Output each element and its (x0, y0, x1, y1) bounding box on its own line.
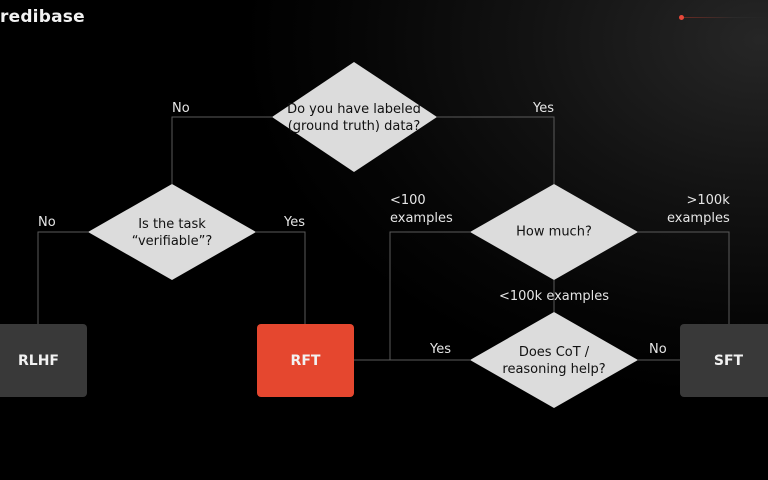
diamond-how-much-text: How much? (516, 224, 592, 241)
outcome-rlhf-label: RLHF (18, 352, 59, 369)
connector-lines (37, 116, 730, 361)
edge-label-lt100k: <100k examples (498, 289, 610, 304)
diamond-labeled-line2: (ground truth) data? (287, 119, 421, 134)
edge-labeled-no (171, 116, 272, 184)
accent-dot (679, 15, 684, 20)
diamond-labeled-data (272, 62, 437, 172)
accent-line (682, 17, 768, 18)
edge-label-lt100: <100 examples (390, 193, 453, 227)
edge-gt100k (638, 231, 730, 324)
diamond-how-much-line1: How much? (516, 224, 592, 240)
edge-label-labeled-no: No (172, 101, 190, 116)
diamond-cot-line2: reasoning help? (502, 362, 606, 377)
diamond-verifiable-line1: Is the task (138, 217, 206, 232)
edge-label-lt100-line2: examples (390, 211, 453, 226)
brand-logo-text: redibase (0, 7, 85, 27)
outcome-rft-label: RFT (290, 352, 321, 369)
edge-label-lt100-line1: <100 (390, 193, 426, 208)
diamond-how-much (470, 184, 638, 280)
outcome-rft-box: RFT (257, 324, 354, 397)
edge-label-cot-no: No (649, 342, 667, 357)
diamond-verifiable-line2: “verifiable”? (131, 234, 213, 249)
edge-lt100 (354, 231, 470, 361)
edge-label-labeled-yes: Yes (533, 101, 554, 116)
outcome-sft-label: SFT (713, 352, 744, 369)
outcome-rlhf-box: RLHF (0, 324, 87, 397)
edge-verifiable-no (37, 231, 88, 324)
decision-diamonds (88, 62, 638, 408)
diamond-labeled-line1: Do you have labeled (287, 102, 421, 117)
edge-label-cot-yes: Yes (430, 342, 451, 357)
edge-label-gt100k-line2: examples (667, 211, 730, 226)
diamond-cot-line1: Does CoT / (518, 345, 590, 360)
outcome-sft-box: SFT (680, 324, 768, 397)
diamond-cot (470, 312, 638, 408)
edge-label-verifiable-no: No (38, 215, 56, 230)
diamond-verifiable (88, 184, 256, 280)
diamond-labeled-text: Do you have labeled (ground truth) data? (287, 101, 421, 135)
edge-label-gt100k: >100k examples (667, 193, 730, 227)
edge-verifiable-yes (256, 231, 306, 324)
edge-labeled-yes (437, 116, 555, 184)
diamond-cot-text: Does CoT / reasoning help? (502, 344, 605, 378)
edge-label-verifiable-yes: Yes (284, 215, 305, 230)
edge-label-gt100k-line1: >100k (686, 193, 730, 208)
diamond-verifiable-text: Is the task “verifiable”? (132, 216, 213, 250)
